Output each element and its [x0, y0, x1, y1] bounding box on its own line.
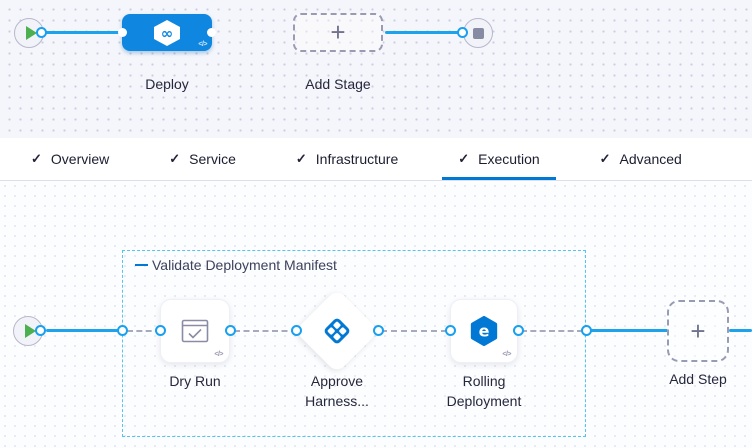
plus-icon: +	[690, 315, 706, 346]
play-icon	[24, 324, 36, 338]
stage-right-port[interactable]	[207, 28, 216, 37]
add-stage-label: Add Stage	[305, 76, 371, 92]
step-group-validate-deployment-manifest[interactable]: Validate Deployment Manifest	[122, 250, 586, 437]
yaml-code-icon[interactable]: </>	[214, 351, 223, 358]
connector-port[interactable]	[445, 325, 456, 336]
connector-port[interactable]	[35, 325, 46, 336]
connector-port[interactable]	[155, 325, 166, 336]
connector-port[interactable]	[457, 27, 468, 38]
exec-connector-line	[729, 329, 752, 332]
add-step-button[interactable]: +	[667, 300, 729, 362]
add-step-label: Add Step	[669, 371, 727, 387]
yaml-code-icon[interactable]: </>	[502, 351, 511, 358]
tab-label: Advanced	[619, 151, 682, 167]
tab-service[interactable]: ✓ Service	[153, 138, 252, 180]
connector-port[interactable]	[117, 325, 128, 336]
rolling-deployment-icon: e	[470, 315, 498, 347]
stage-pipeline-canvas: ∞ </> Deploy + Add Stage	[0, 0, 752, 138]
svg-text:e: e	[479, 322, 490, 341]
tab-advanced[interactable]: ✓ Advanced	[584, 138, 698, 180]
connector-port[interactable]	[513, 325, 524, 336]
dashed-connector	[127, 330, 161, 332]
dry-run-icon	[181, 319, 209, 342]
check-icon: ✓	[295, 151, 307, 166]
step-node-rolling-deployment[interactable]: e </>	[450, 299, 518, 363]
step-group-header[interactable]: Validate Deployment Manifest	[135, 257, 337, 273]
tab-execution[interactable]: ✓ Execution	[442, 138, 557, 180]
step-label-dry-run: Dry Run	[169, 373, 221, 389]
dashed-connector	[234, 330, 297, 332]
connector-port[interactable]	[291, 325, 302, 336]
cd-stage-hexagon-icon: ∞	[154, 19, 180, 46]
stop-icon	[472, 27, 484, 39]
connector-port[interactable]	[373, 325, 384, 336]
stage-left-port[interactable]	[118, 28, 127, 37]
exec-connector-line	[586, 329, 668, 332]
exec-connector-line	[46, 329, 123, 332]
tab-label: Service	[189, 151, 236, 167]
connector-port[interactable]	[225, 325, 236, 336]
step-label-rolling: Rolling Deployment	[446, 373, 522, 409]
yaml-code-icon[interactable]: </>	[198, 41, 207, 48]
tab-overview[interactable]: ✓ Overview	[15, 138, 125, 180]
dashed-connector	[521, 330, 583, 332]
check-icon: ✓	[169, 151, 181, 166]
tab-label: Execution	[478, 151, 540, 167]
check-icon: ✓	[458, 151, 470, 166]
step-label-approve: Approve Harness...	[305, 373, 369, 409]
plus-icon: +	[330, 17, 346, 47]
play-icon	[25, 26, 37, 40]
tab-infrastructure[interactable]: ✓ Infrastructure	[280, 138, 414, 180]
dashed-connector	[381, 330, 447, 332]
connector-port[interactable]	[581, 325, 592, 336]
stage-connector-line	[385, 31, 463, 34]
svg-text:∞: ∞	[161, 24, 174, 42]
execution-steps-canvas: Validate Deployment Manifest </> Dry Run	[0, 181, 752, 448]
pipeline-tab-bar: ✓ Overview ✓ Service ✓ Infrastructure ✓ …	[0, 138, 752, 181]
check-icon: ✓	[599, 151, 611, 166]
step-group-title: Validate Deployment Manifest	[152, 257, 337, 273]
step-node-dry-run[interactable]: </>	[160, 299, 230, 363]
tab-label: Infrastructure	[315, 151, 399, 167]
stage-node-deploy[interactable]: ∞ </>	[118, 14, 216, 51]
collapse-dash-icon[interactable]	[135, 264, 148, 266]
check-icon: ✓	[31, 151, 42, 166]
tab-label: Overview	[50, 151, 110, 167]
pipeline-end-node[interactable]	[463, 18, 493, 48]
stage-connector-line	[44, 31, 126, 34]
connector-port[interactable]	[36, 27, 47, 38]
add-stage-button[interactable]: +	[293, 13, 383, 52]
stage-label: Deploy	[145, 76, 189, 92]
